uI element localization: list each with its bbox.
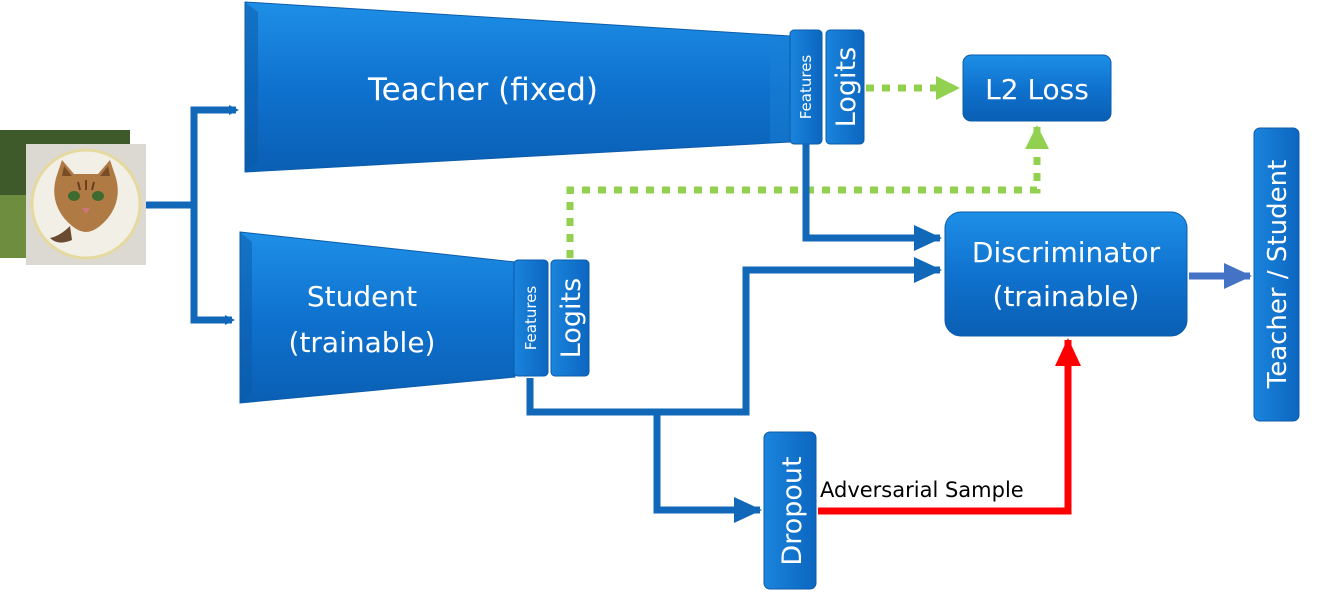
teacher-features-label: Features xyxy=(797,55,815,120)
cat-icon xyxy=(50,160,118,243)
student-features-to-dropout-arrow xyxy=(653,412,762,523)
input-image xyxy=(0,130,146,265)
teacher-logits-label: Logits xyxy=(831,47,862,127)
teacher-features-block: Features xyxy=(789,29,823,145)
discriminator-block: Discriminator (trainable) xyxy=(944,211,1188,337)
input-to-student-arrow xyxy=(190,205,235,325)
teacher-label: Teacher (fixed) xyxy=(367,72,598,108)
adversarial-sample-label: Adversarial Sample xyxy=(820,478,1024,502)
teacher-logits-block: Logits xyxy=(825,29,865,145)
student-features-to-discriminator-arrow xyxy=(526,257,942,416)
student-label-line1: Student xyxy=(307,280,417,313)
input-connectors xyxy=(146,105,239,325)
l2-loss-label: L2 Loss xyxy=(985,73,1089,106)
student-logits-block: Logits xyxy=(550,259,590,377)
discriminator-label-line1: Discriminator xyxy=(972,236,1161,269)
student-features-label: Features xyxy=(522,286,540,351)
feature-connectors xyxy=(526,144,942,523)
student-logits-to-l2-arrow xyxy=(566,125,1049,258)
input-to-teacher-arrow xyxy=(190,105,239,205)
dropout-block: Dropout xyxy=(763,431,817,590)
discriminator-label-line2: (trainable) xyxy=(993,280,1140,313)
output-label: Teacher / Student xyxy=(1263,160,1293,390)
adversarial-sample-arrow xyxy=(818,338,1081,515)
dropout-label: Dropout xyxy=(777,456,808,565)
l2-loss-block: L2 Loss xyxy=(962,54,1112,122)
l2-connectors xyxy=(566,76,1049,258)
student-features-block: Features xyxy=(513,259,549,377)
output-block: Teacher / Student xyxy=(1253,127,1300,422)
student-block: Student (trainable) xyxy=(239,231,516,404)
teacher-block: Teacher (fixed) xyxy=(244,1,791,173)
student-label-line2: (trainable) xyxy=(289,326,436,359)
student-logits-label: Logits xyxy=(556,278,587,358)
teacher-features-to-discriminator-arrow xyxy=(802,144,942,251)
